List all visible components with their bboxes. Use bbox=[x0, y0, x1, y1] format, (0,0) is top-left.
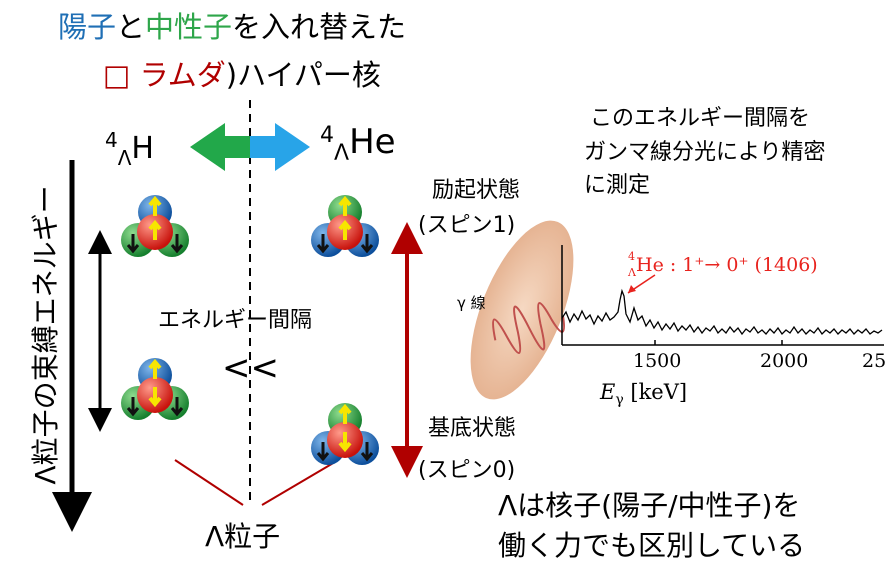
arrow-left-green bbox=[190, 123, 250, 171]
spectrum-plot bbox=[561, 245, 884, 346]
title-lambda: □ ラムダ bbox=[103, 58, 226, 92]
spectrum-trace bbox=[561, 288, 883, 336]
title-line-1: 陽子と中性子を入れ替えた bbox=[58, 4, 406, 46]
ground-spin-label: (スピン0) bbox=[418, 458, 516, 483]
nucleus-he-excited bbox=[311, 195, 379, 257]
nucleus-h-ground bbox=[121, 358, 189, 420]
title-line-2: □ ラムダ)ハイパー核 bbox=[103, 52, 381, 94]
title-hypernucleus: )ハイパー核 bbox=[225, 58, 381, 92]
tick-label-2000: 2000 bbox=[760, 350, 809, 372]
note-line-3: に測定 bbox=[584, 173, 651, 198]
note-line-2: ガンマ線分光により精密 bbox=[584, 140, 826, 165]
excited-state-label: 励起状態 bbox=[432, 178, 521, 203]
tick-label-1500: 1500 bbox=[633, 350, 682, 372]
ground-state-label: 基底状態 bbox=[428, 416, 517, 441]
conclusion-line-2: 働く力でも区別している bbox=[498, 529, 806, 562]
title-to: と bbox=[116, 10, 146, 44]
nucleus-h-excited bbox=[121, 195, 189, 257]
lambda-particle-label: Λ粒子 bbox=[205, 520, 281, 553]
conclusion-line-1: Λは核子(陽子/中性子)を bbox=[498, 489, 801, 522]
title-neutron: 中性子 bbox=[145, 10, 233, 44]
lambda-pointer-left bbox=[174, 459, 244, 506]
tick-label-25: 25 bbox=[862, 350, 887, 372]
gamma-ray-blob bbox=[470, 220, 574, 400]
note-line-1: このエネルギー間隔を bbox=[590, 106, 811, 131]
label-4lambda-h: 4ΛH bbox=[105, 128, 154, 170]
much-less-symbol: << bbox=[222, 348, 279, 388]
title-proton: 陽子 bbox=[58, 10, 117, 44]
arrow-right-blue bbox=[250, 123, 310, 171]
binding-energy-label: Λ粒子の束縛エネルギー bbox=[29, 185, 62, 485]
spectrum-x-label: Eγ [keV] bbox=[600, 380, 688, 409]
gamma-ray-label: γ 線 bbox=[457, 294, 486, 312]
energy-gap-label: エネルギー間隔 bbox=[158, 308, 313, 333]
title-swapped: を入れ替えた bbox=[232, 10, 407, 44]
nucleus-he-ground bbox=[311, 403, 379, 465]
label-4lambda-he: 4ΛHe bbox=[320, 122, 396, 166]
lambda-pointer-right bbox=[261, 461, 336, 506]
excited-spin-label: (スピン1) bbox=[418, 213, 516, 238]
